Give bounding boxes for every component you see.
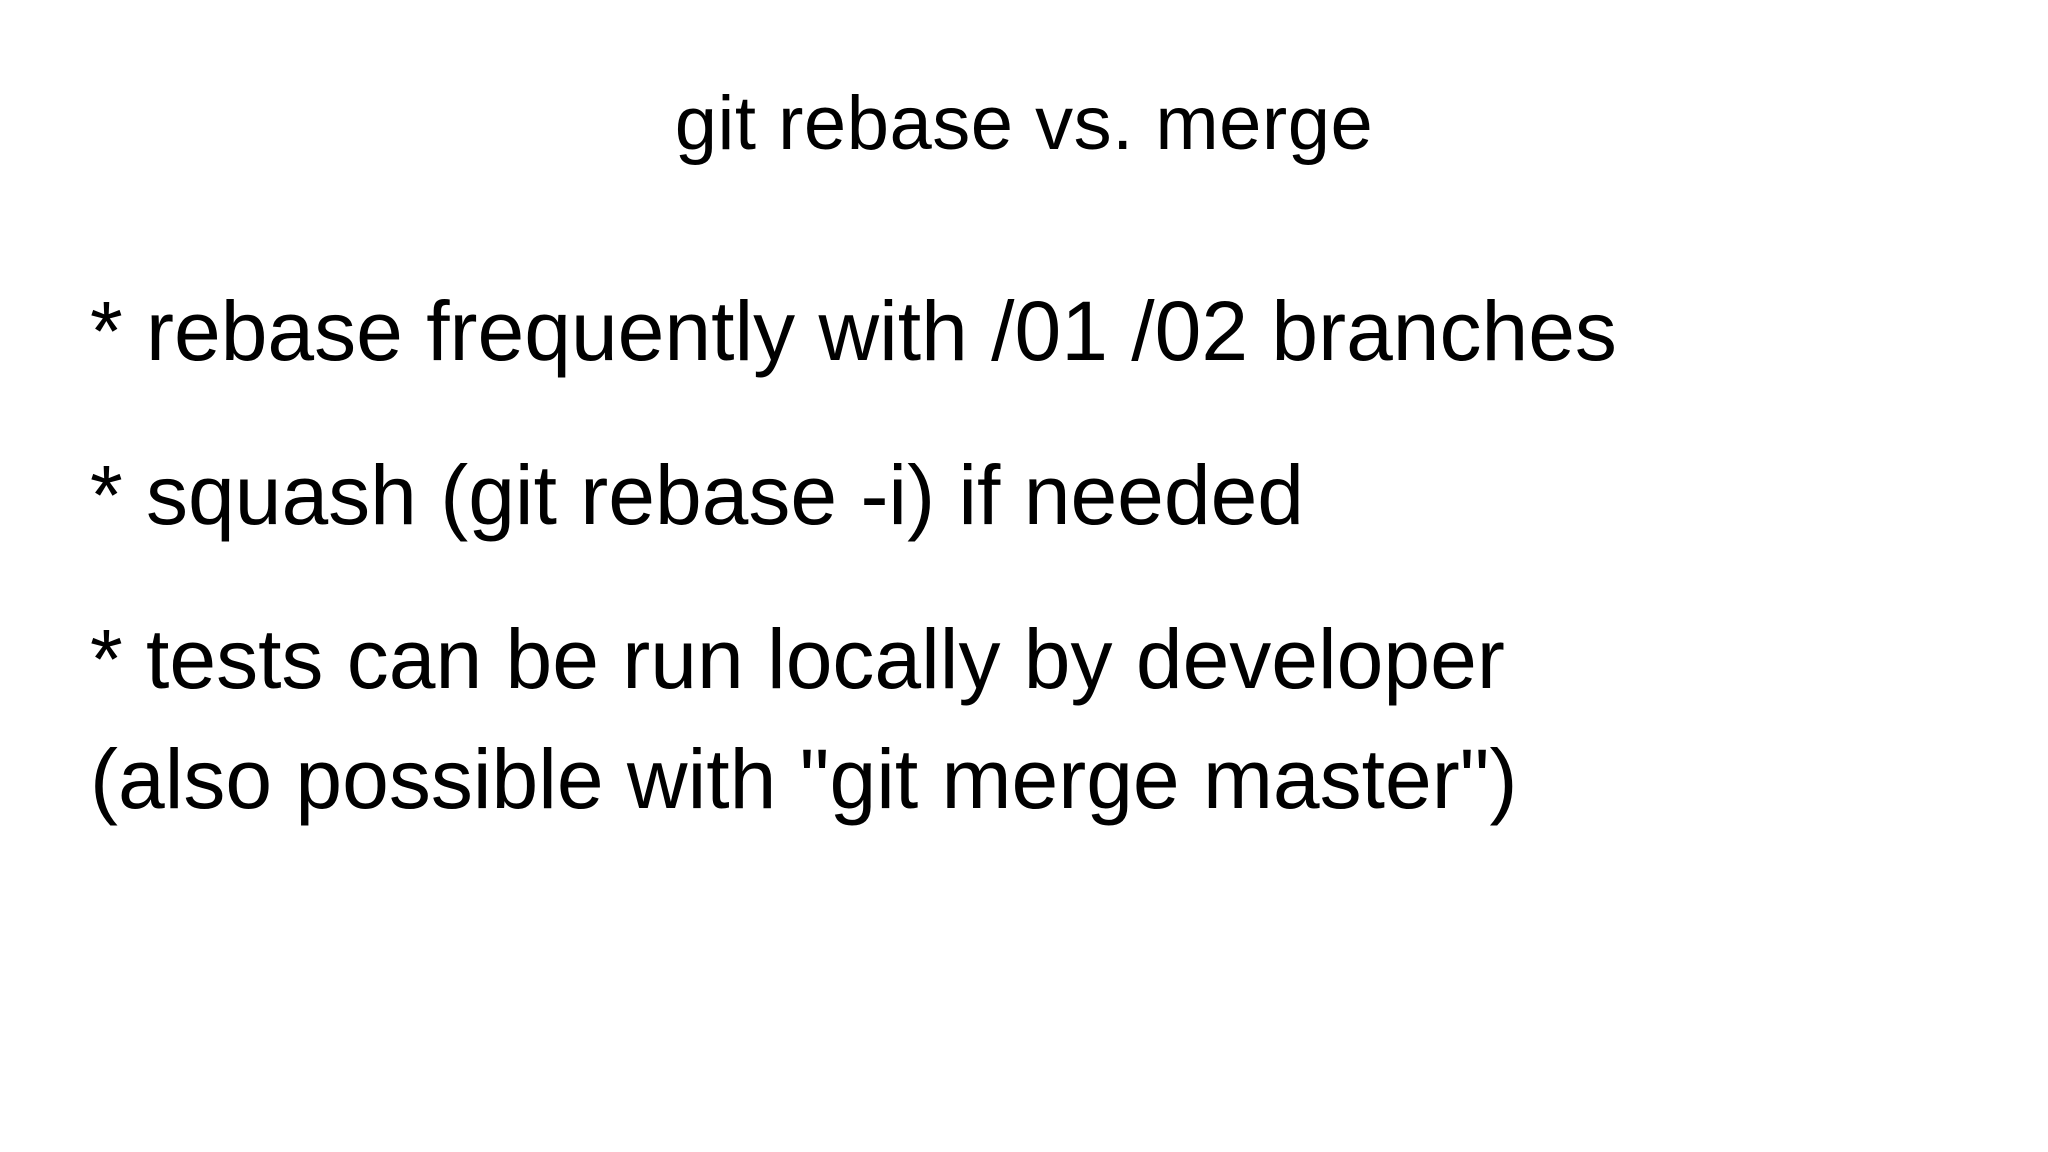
- slide-title: git rebase vs. merge: [674, 81, 1374, 166]
- bullet-item: * rebase frequently with /01 /02 branche…: [90, 284, 1617, 378]
- bullet-item: * squash (git rebase -i) if needed: [90, 448, 1305, 542]
- bullet-list: * rebase frequently with /01 /02 branche…: [90, 271, 2008, 839]
- bullet-item: * tests can be run locally by developer …: [90, 612, 1518, 826]
